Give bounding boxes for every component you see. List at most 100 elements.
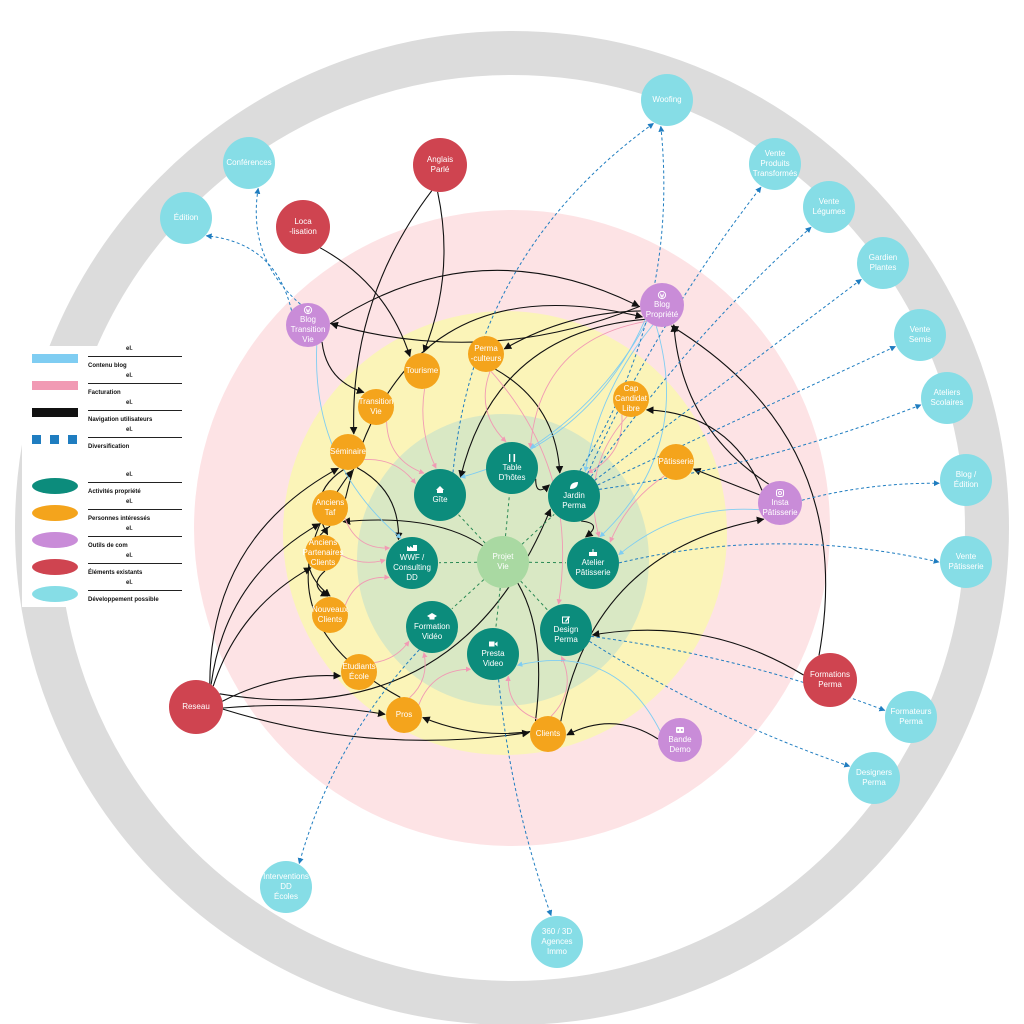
node-woofing-label-0: Woofing xyxy=(652,95,681,104)
edge-formation_video-to-interventions xyxy=(297,649,420,865)
node-vente-produits-label-2: Transformés xyxy=(753,169,798,178)
node-nouveaux-clients-label-1: Clients xyxy=(318,615,342,624)
node-permaculteurs: Perma-culteurs xyxy=(468,336,504,372)
legend-line-label: Diversification xyxy=(88,444,130,450)
legend-swatch-node xyxy=(32,505,78,521)
node-jardin-circle xyxy=(548,470,600,522)
node-edition: Édition xyxy=(160,192,212,244)
node-transition-circle xyxy=(358,389,394,425)
node-designers-label-1: Perma xyxy=(862,778,886,787)
node-jardin-label-1: Perma xyxy=(562,501,586,510)
edge-pros-to-formation_video xyxy=(409,652,428,699)
edge-seminaire-to-wwf xyxy=(356,467,403,541)
node-formateurs-circle xyxy=(885,691,937,743)
edge-anglais-to-seminaire xyxy=(349,190,433,435)
node-formation-video-circle xyxy=(406,601,458,653)
node-cap-label-1: Candidat xyxy=(615,394,648,403)
node-cap-label-2: Libre xyxy=(622,404,640,413)
node-gite-circle xyxy=(414,469,466,521)
legend-rule xyxy=(88,356,182,357)
edge-reseau-to-seminaire xyxy=(209,467,339,684)
edge-anciens_partenaires-to-nouveaux_clients xyxy=(316,570,329,597)
node-edition-circle xyxy=(160,192,212,244)
node-permaculteurs-label-0: Perma xyxy=(474,344,498,353)
node-reseau-circle xyxy=(169,680,223,734)
legend-node-label: Personnes intéressés xyxy=(88,516,151,522)
node-tourisme-circle xyxy=(404,353,440,389)
node-permaculteurs-label-1: -culteurs xyxy=(471,354,502,363)
edge-blog_transition-to-edition xyxy=(205,233,292,311)
node-design-label-0: Design xyxy=(554,625,579,634)
node-ateliers-circle xyxy=(921,372,973,424)
node-anglais-label-1: Parlé xyxy=(431,165,450,174)
node-center-circle xyxy=(477,536,529,588)
node-conferences-circle xyxy=(223,137,275,189)
node-ateliers-label-1: Scolaires xyxy=(931,398,964,407)
node-etudiants-label-0: Etudiants xyxy=(342,662,375,671)
node-anciens-taf-label-0: Anciens xyxy=(316,498,344,507)
legend-rule xyxy=(88,410,182,411)
node-vente-patisserie-label-0: Vente xyxy=(956,552,977,561)
node-blog-edition-label-1: Édition xyxy=(954,480,978,489)
node-agences-circle xyxy=(531,916,583,968)
legend-swatch-node xyxy=(32,586,78,602)
node-atelier-circle xyxy=(567,537,619,589)
edge-blog_propriete-to-table xyxy=(528,320,648,449)
node-blog-edition-circle xyxy=(940,454,992,506)
edge-reseau-to-etudiants xyxy=(222,671,342,702)
legend-node-row: el. Activités propriété xyxy=(22,472,182,499)
edge-clients-to-insta xyxy=(560,516,765,722)
node-vente-legumes-circle xyxy=(803,181,855,233)
legend-rule xyxy=(88,590,182,591)
edge-jardin-to-gardien xyxy=(594,278,862,481)
node-gite-label-0: Gîte xyxy=(432,495,448,504)
node-pros-circle xyxy=(386,697,422,733)
edge-patisserie-to-atelier xyxy=(609,475,665,543)
house-icon xyxy=(436,486,444,493)
node-anciens-partenaires-label-0: Anciens xyxy=(309,538,337,547)
legend-node-label: Éléments existants xyxy=(88,570,143,576)
edge-center-to-design xyxy=(520,580,549,611)
node-seminaire: Séminaire xyxy=(330,434,367,470)
node-center-label-1: Vie xyxy=(497,562,509,571)
legend-node-label: Développement possible xyxy=(88,597,159,603)
node-interventions-label-0: Interventions xyxy=(263,872,309,881)
edge-etudiants-to-formation_video xyxy=(374,640,410,664)
legend-line-row: el. Facturation xyxy=(22,373,182,400)
node-formation-video-label-0: Formation xyxy=(414,622,450,631)
video-tape-icon xyxy=(676,727,684,733)
edge-clients-to-pros xyxy=(422,716,531,735)
node-cap-label-0: Cap xyxy=(624,384,639,393)
node-woofing-circle xyxy=(641,74,693,126)
node-vente-produits-circle xyxy=(749,138,801,190)
edge-reseau-to-pros xyxy=(222,704,386,717)
node-atelier-label-0: Atelier xyxy=(582,558,605,567)
legend-el-label: el. xyxy=(126,499,133,505)
wordpress-icon xyxy=(657,290,667,300)
legend-node-label: Outils de com xyxy=(88,543,128,549)
edge-nouveaux_clients-to-wwf xyxy=(344,574,390,606)
edge-anciens_partenaires-to-wwf xyxy=(340,554,386,564)
node-clients-label-0: Clients xyxy=(536,729,560,738)
node-formateurs-label-1: Perma xyxy=(899,717,923,726)
node-vente-patisserie-circle xyxy=(940,536,992,588)
node-gardien-circle xyxy=(857,237,909,289)
node-seminaire-circle xyxy=(330,434,366,470)
node-jardin-label-0: Jardin xyxy=(563,491,585,500)
edge-gite-to-woofing xyxy=(452,122,654,473)
node-anciens-partenaires-label-2: Clients xyxy=(311,558,335,567)
node-nouveaux-clients-label-0: Nouveaux xyxy=(312,605,348,614)
node-table-circle xyxy=(486,442,538,494)
node-loca-label-0: Loca xyxy=(294,217,312,226)
edge-loca-to-tourisme xyxy=(319,247,412,358)
node-vente-produits-label-1: Produits xyxy=(760,159,789,168)
